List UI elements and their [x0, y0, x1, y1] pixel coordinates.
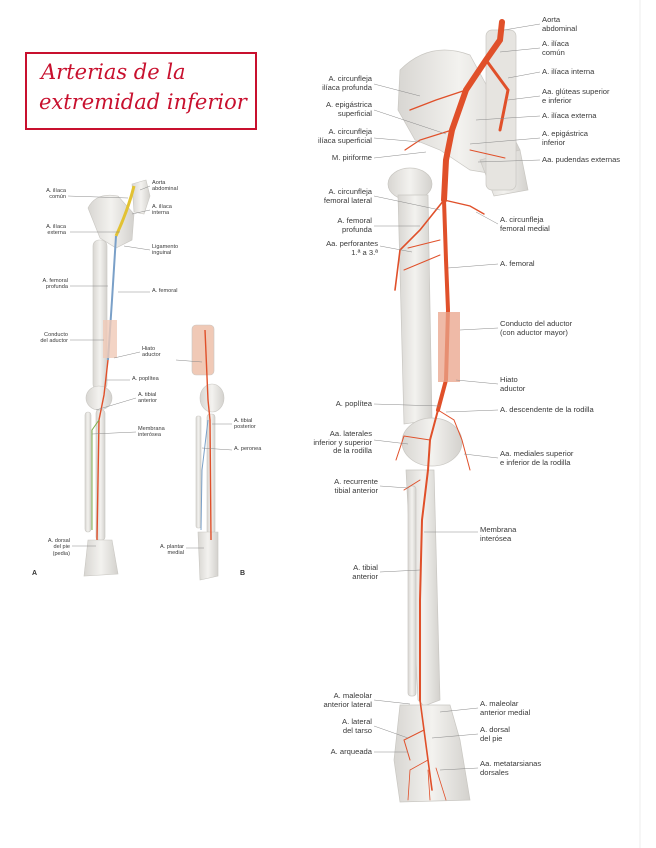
label-a-iliaca-comun: A. ilíaca común [28, 188, 66, 201]
label-c-membrana: Membrana interósea [480, 526, 516, 543]
label-c-iliaca-externa: A. ilíaca externa [542, 112, 596, 121]
label-c-dorsal-pie: A. dorsal del pie [480, 726, 510, 743]
label-c-laterales-rodilla: Aa. laterales inferior y superior de la … [290, 430, 372, 456]
adductor-canal [438, 312, 460, 382]
label-c-gluteas: Aa. glúteas superior e inferior [542, 88, 610, 105]
figure-c-skeleton [388, 30, 528, 802]
label-a-femoral: A. femoral [152, 288, 178, 294]
label-c-fem-profunda: A. femoral profunda [300, 217, 372, 234]
label-c-poplitea: A. poplítea [300, 400, 372, 409]
label-c-circ-fem-medial: A. circunfleja femoral medial [500, 216, 550, 233]
figure-b-letter: B [240, 570, 245, 577]
label-c-lateral-tarso: A. lateral del tarso [300, 718, 372, 735]
label-a-tibial-anterior: A. tibial anterior [138, 392, 157, 405]
label-c-maleolar-medial: A. maleolar anterior medial [480, 700, 530, 717]
label-c-mediales-rodilla: Aa. mediales superior e inferior de la r… [500, 450, 573, 467]
label-a-poplitea: A. poplítea [132, 376, 159, 382]
label-a-iliaca-interna: A. ilíaca interna [152, 204, 172, 217]
label-c-hiato: Hiato aductor [500, 376, 525, 393]
label-c-iliaca-interna: A. ilíaca interna [542, 68, 594, 77]
label-c-arqueada: A. arqueada [300, 748, 372, 757]
label-c-epi-inferior: A. epigástrica inferior [542, 130, 588, 147]
label-c-pudendas: Aa. pudendas externas [542, 156, 620, 165]
label-c-iliaca-comun: A. ilíaca común [542, 40, 569, 57]
label-c-recurrente: A. recurrente tibial anterior [300, 478, 378, 495]
label-b-tibial-posterior: A. tibial posterior [234, 418, 256, 431]
label-a-aorta: Aorta abdominal [152, 180, 178, 193]
label-c-descendente: A. descendente de la rodilla [500, 406, 594, 415]
label-c-circ-superficial: A. circunfleja ilíaca superficial [290, 128, 372, 145]
label-a-dorsal-pie: A. dorsal del pie (pedia) [28, 538, 70, 557]
label-c-circ-fem-lateral: A. circunfleja femoral lateral [300, 188, 372, 205]
label-c-piriforme: M. piriforme [300, 154, 372, 163]
label-c-epi-superficial: A. epigástrica superficial [300, 101, 372, 118]
label-a-hiato: Hiato aductor [142, 346, 161, 359]
label-b-peronea: A. peronea [234, 446, 261, 452]
label-a-membrana: Membrana interósea [138, 426, 165, 439]
label-c-aorta: Aorta abdominal [542, 16, 577, 33]
label-a-ligamento: Ligamento inguinal [152, 244, 178, 257]
label-a-femoral-profunda: A. femoral profunda [22, 278, 68, 291]
label-a-iliaca-externa: A. ilíaca externa [28, 224, 66, 237]
label-b-plantar-medial: A. plantar medial [140, 544, 184, 557]
label-c-femoral: A. femoral [500, 260, 535, 269]
label-c-circ-profunda: A. circunfleja ilíaca profunda [300, 75, 372, 92]
label-a-conducto: Conducto del aductor [22, 332, 68, 345]
figure-b-skeleton [192, 325, 224, 580]
label-c-conducto: Conducto del aductor (con aductor mayor) [500, 320, 572, 337]
label-c-perforantes: Aa. perforantes 1.ª a 3.ª [300, 240, 378, 257]
label-c-maleolar-lateral: A. maleolar anterior lateral [296, 692, 372, 709]
label-c-metatarsianas: Aa. metatarsianas dorsales [480, 760, 541, 777]
label-c-tibial-anterior: A. tibial anterior [300, 564, 378, 581]
figure-a-letter: A [32, 570, 37, 577]
